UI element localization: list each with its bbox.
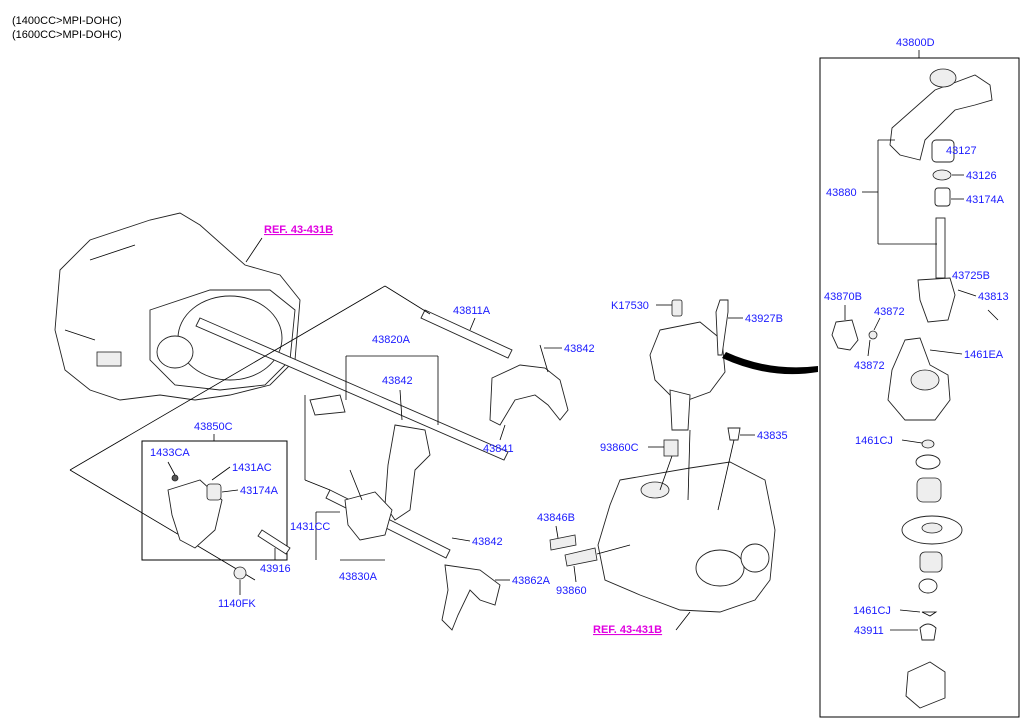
label-43911[interactable]: 43911 — [854, 625, 884, 637]
label-1433CA[interactable]: 1433CA — [150, 447, 190, 459]
label-1461CJ-b[interactable]: 1461CJ — [853, 605, 891, 617]
label-43841[interactable]: 43841 — [483, 443, 514, 455]
label-43126[interactable]: 43126 — [966, 170, 997, 182]
label-43842-c[interactable]: 43842 — [472, 536, 503, 548]
detail-box-43800d — [819, 57, 1020, 718]
label-1431AC[interactable]: 1431AC — [232, 462, 272, 474]
label-93860[interactable]: 93860 — [556, 585, 587, 597]
label-93860C[interactable]: 93860C — [600, 442, 639, 454]
label-1140FK[interactable]: 1140FK — [218, 598, 256, 610]
label-43842-b[interactable]: 43842 — [564, 343, 595, 355]
ref-43-431b-top[interactable]: REF. 43-431B — [264, 224, 333, 236]
label-1431CC[interactable]: 1431CC — [290, 521, 330, 533]
header-line-2: (1600CC>MPI-DOHC) — [12, 29, 122, 41]
label-43174A-right[interactable]: 43174A — [966, 194, 1005, 206]
label-43870B[interactable]: 43870B — [824, 291, 862, 303]
select-lever-43841 — [489, 344, 569, 426]
label-43872-b[interactable]: 43872 — [854, 360, 885, 372]
label-43842-a[interactable]: 43842 — [382, 375, 413, 387]
shift-lug-43850c — [167, 474, 291, 580]
transaxle-case-center — [549, 427, 776, 613]
transaxle-housing-left — [54, 212, 301, 401]
shift-rod-43811a — [69, 285, 513, 581]
pointer-curve — [722, 352, 818, 375]
header-line-1: (1400CC>MPI-DOHC) — [12, 15, 122, 27]
label-1461CJ-a[interactable]: 1461CJ — [855, 435, 893, 447]
label-43725B[interactable]: 43725B — [952, 270, 990, 282]
label-K17530[interactable]: K17530 — [611, 300, 649, 312]
label-43872-a[interactable]: 43872 — [874, 306, 905, 318]
detail-parts-upper — [889, 68, 999, 323]
shift-rod-43830a — [304, 469, 501, 631]
shift-fork-43820a — [304, 355, 439, 521]
control-housing — [649, 299, 729, 457]
label-1461EA[interactable]: 1461EA — [964, 349, 1004, 361]
label-43862A[interactable]: 43862A — [512, 575, 551, 587]
label-43127[interactable]: 43127 — [946, 145, 977, 157]
label-43174A-left[interactable]: 43174A — [240, 485, 279, 497]
label-43927B[interactable]: 43927B — [745, 313, 783, 325]
detail-parts-middle — [831, 319, 951, 449]
label-43800D[interactable]: 43800D — [896, 37, 935, 49]
group-box-43850c — [141, 440, 288, 561]
label-43811A[interactable]: 43811A — [453, 305, 491, 317]
label-43813[interactable]: 43813 — [978, 291, 1009, 303]
label-43835[interactable]: 43835 — [757, 430, 788, 442]
label-43916[interactable]: 43916 — [260, 563, 291, 575]
detail-parts-lower — [901, 454, 963, 709]
label-43850C[interactable]: 43850C — [194, 421, 233, 433]
label-43846B[interactable]: 43846B — [537, 512, 575, 524]
label-43820A[interactable]: 43820A — [372, 334, 411, 346]
ref-43-431b-bottom[interactable]: REF. 43-431B — [593, 624, 662, 636]
label-43830A[interactable]: 43830A — [339, 571, 378, 583]
label-43880[interactable]: 43880 — [826, 187, 857, 199]
